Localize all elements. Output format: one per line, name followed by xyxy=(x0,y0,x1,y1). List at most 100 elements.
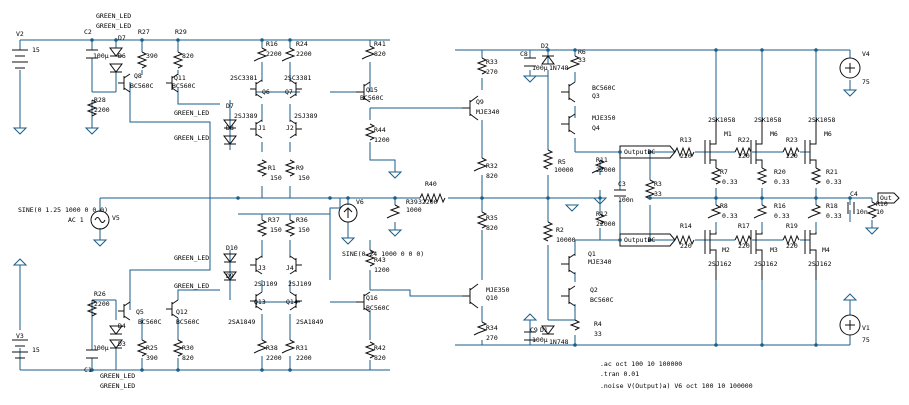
label-D2: D2 xyxy=(541,42,549,50)
label-C1-value: 100µ xyxy=(93,344,109,352)
label-Q10: Q10 xyxy=(486,294,498,302)
label-R14: R14 xyxy=(680,222,692,230)
label-V1-value: 75 xyxy=(862,336,870,344)
label-green-led-4: GREEN_LED xyxy=(174,134,209,142)
label-green-led-8: GREEN_LED xyxy=(100,382,135,390)
label-M4: M4 xyxy=(822,246,830,254)
label-R12: R12 xyxy=(596,210,608,218)
label-R23: R23 xyxy=(786,136,798,144)
label-R29-value: 820 xyxy=(182,52,194,60)
label-R26-value: 2200 xyxy=(94,300,110,308)
label-Q5: Q5 xyxy=(136,308,144,316)
label-R43-value: 1200 xyxy=(374,266,390,274)
label-D1-type: 1N748 xyxy=(549,338,569,346)
label-R18: R18 xyxy=(826,202,838,210)
label-R28-value: 2200 xyxy=(94,106,110,114)
label-C2-value: 100µ xyxy=(93,52,109,60)
label-Q8: Q8 xyxy=(134,72,142,80)
label-Q15: Q15 xyxy=(366,86,378,94)
label-R4-value: 33 xyxy=(594,330,602,338)
label-R34: R34 xyxy=(486,324,498,332)
label-outputdc-bottom: OutputDC xyxy=(624,236,655,244)
label-R37-value: 150 xyxy=(270,226,282,234)
label-R8: R8 xyxy=(720,202,728,210)
label-Q3: Q3 xyxy=(592,92,600,100)
label-Q11-type: BC560C xyxy=(172,82,196,90)
label-R40-value: 32200 xyxy=(418,198,438,206)
label-R38-value: 2200 xyxy=(266,354,282,362)
label-green-led-2: GREEN_LED xyxy=(96,22,131,30)
label-D1: D1 xyxy=(540,326,548,334)
label-Q1: Q1 xyxy=(588,250,596,258)
label-Q2-type: BC560C xyxy=(590,296,614,304)
label-Q12-type: BC560C xyxy=(176,318,200,326)
label-J3-type: 2SJ109 xyxy=(254,280,278,288)
components xyxy=(12,38,900,372)
wires xyxy=(19,39,873,371)
label-J1-type: 2SJ389 xyxy=(234,112,258,120)
label-R9: R9 xyxy=(296,164,304,172)
label-R3-value: 33 xyxy=(654,190,662,198)
label-R13: R13 xyxy=(680,136,692,144)
label-M2: M2 xyxy=(722,246,730,254)
label-outputdc-top: OutputDC xyxy=(624,148,655,156)
label-R1: R1 xyxy=(268,164,276,172)
label-R19: R19 xyxy=(786,222,798,230)
label-D8: D8 xyxy=(226,124,234,132)
label-R13-value: 220 xyxy=(680,152,692,160)
label-R3: R3 xyxy=(654,180,662,188)
label-R41: R41 xyxy=(374,40,386,48)
label-V5-ac: AC 1 xyxy=(68,216,84,224)
label-V2-value: 15 xyxy=(32,46,40,54)
label-M6a: M6 xyxy=(770,130,778,138)
label-Q9: Q9 xyxy=(476,98,484,106)
label-C4-value: 10n xyxy=(856,208,868,216)
label-R16b: R16 xyxy=(774,202,786,210)
label-R7: R7 xyxy=(720,168,728,176)
label-R27: R27 xyxy=(138,28,150,36)
label-V2: V2 xyxy=(16,30,24,38)
label-Q6: Q6 xyxy=(262,88,270,96)
label-D7: D7 xyxy=(118,34,126,42)
label-J2-type: 2SJ389 xyxy=(294,112,318,120)
label-Q8-type: BC560C xyxy=(130,82,154,90)
label-R30-value: 820 xyxy=(182,354,194,362)
label-R39-value: 1000 xyxy=(406,206,422,214)
label-J4-type: 2SJ109 xyxy=(288,280,312,288)
directive-noise: .noise V(Output)a) V6 oct 100 10 100000 xyxy=(600,382,753,390)
label-D10: D10 xyxy=(226,244,238,252)
label-R18-value: 0.33 xyxy=(826,212,842,220)
label-D9: D9 xyxy=(226,272,234,280)
label-Q15-type: BC560C xyxy=(360,94,384,102)
label-R16: R16 xyxy=(266,40,278,48)
label-green-led-6: GREEN_LED xyxy=(174,282,209,290)
label-Q13: Q13 xyxy=(254,298,266,306)
label-R14-value: 220 xyxy=(680,242,692,250)
label-R5-value: 10000 xyxy=(554,166,574,174)
label-R19-value: 220 xyxy=(786,242,798,250)
directive-ac: .ac oct 100 10 100000 xyxy=(600,360,682,368)
label-R1-value: 150 xyxy=(270,174,282,182)
label-R44: R44 xyxy=(374,126,386,134)
label-R36-value: 150 xyxy=(298,226,310,234)
label-R12-value: 22000 xyxy=(596,220,616,228)
label-R11-value: 22000 xyxy=(596,166,616,174)
label-R2-value: 10000 xyxy=(556,236,576,244)
label-R36: R36 xyxy=(296,216,308,224)
label-R21-value: 0.33 xyxy=(826,178,842,186)
label-R41-value: 820 xyxy=(374,50,386,58)
label-M1: M1 xyxy=(724,130,732,138)
label-C2: C2 xyxy=(84,28,92,36)
label-R10-value: 10 xyxy=(876,208,884,216)
label-Q16: Q16 xyxy=(366,294,378,302)
label-R24: R24 xyxy=(296,40,308,48)
label-R32-value: 820 xyxy=(486,172,498,180)
label-C8-value: 100µ xyxy=(532,64,548,72)
label-R22-value: 220 xyxy=(738,152,750,160)
label-C9-value: 100µ xyxy=(532,336,548,344)
label-J3: J3 xyxy=(258,264,266,272)
label-out: Out xyxy=(880,194,892,202)
label-D7b: D7 xyxy=(226,102,234,110)
label-D3: D3 xyxy=(118,340,126,348)
label-R38: R38 xyxy=(266,344,278,352)
